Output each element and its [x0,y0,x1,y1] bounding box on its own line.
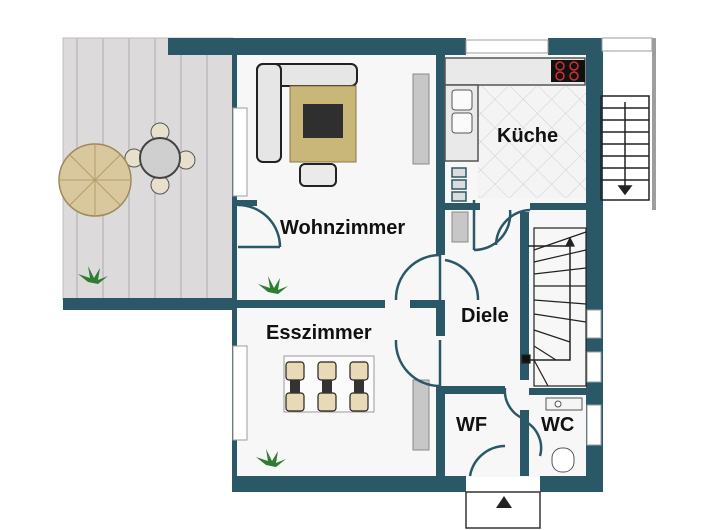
inner-walls [237,55,588,476]
dining-table-icon [283,355,375,413]
sofa-icon [256,63,358,187]
outside-stairs-icon [600,38,656,210]
stairs-icon [521,227,587,387]
stove-icon [551,60,585,82]
radiators [412,73,469,451]
umbrella-icon [58,143,132,217]
patio-table-icon [124,122,196,195]
sink-icon [451,89,473,134]
toilet-icon [545,397,583,473]
room-label-wf: WF [456,414,487,436]
entrance-arrow-icon [465,491,541,529]
windows [232,37,653,446]
doors [237,200,543,477]
room-label-esszimmer: Esszimmer [266,322,372,344]
room-label-diele: Diele [461,305,509,327]
kitchen-counter [444,57,586,202]
room-label-kueche: Küche [497,125,558,147]
room-label-wc: WC [541,414,574,436]
plant-icon [78,266,288,467]
room-label-wohnzimmer: Wohnzimmer [280,217,405,239]
